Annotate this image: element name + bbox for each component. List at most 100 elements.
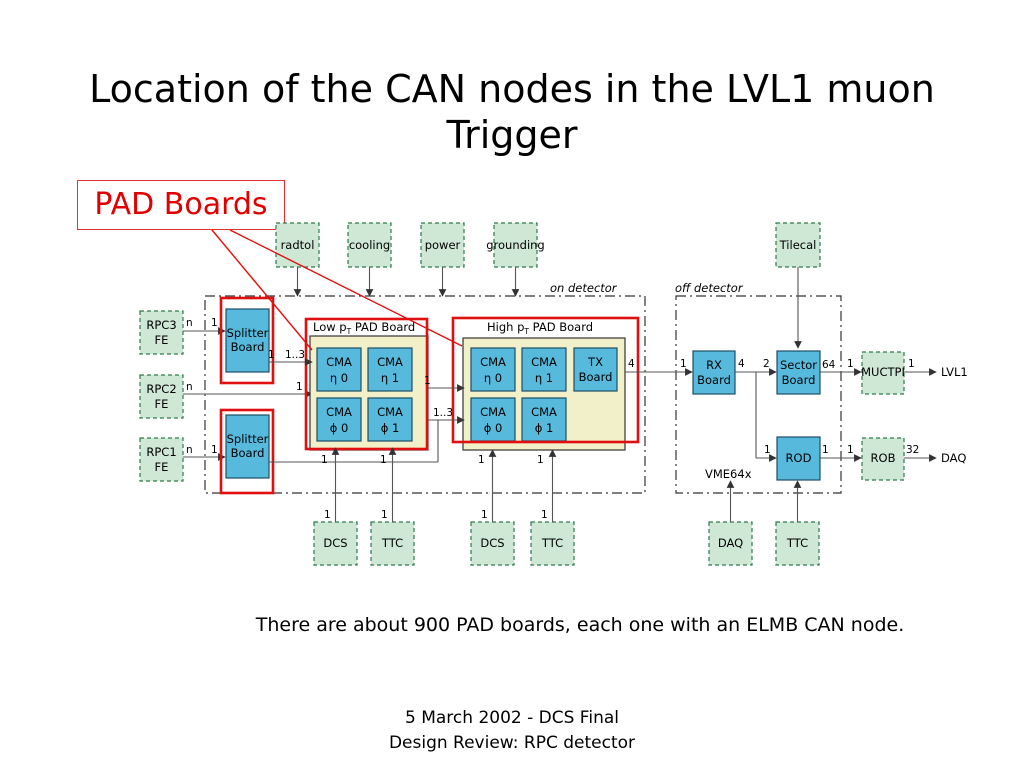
daq-box: DAQ (708, 521, 753, 566)
wire-label-one-f: 1 (822, 444, 829, 456)
svg-text:TTC: TTC (381, 536, 403, 550)
slide-title: Location of the CAN nodes in the LVL1 mu… (89, 67, 935, 157)
svg-text:RPC2: RPC2 (146, 382, 176, 396)
wire-label-range-b: 1..3 (433, 407, 453, 419)
low-cma-phi0: CMA ϕ 0 (316, 397, 362, 442)
svg-text:ϕ 1: ϕ 1 (381, 421, 400, 435)
wire-label-one-i: 1 (321, 454, 328, 466)
wire-label-one-b: 1 (424, 375, 431, 387)
vme64x-label: VME64x (705, 467, 752, 481)
high-cma-phi1: CMA ϕ 1 (521, 397, 567, 442)
power-box: power (420, 222, 465, 268)
wire-label-four-b: 4 (738, 358, 745, 370)
on-detector-label: on detector (550, 281, 618, 295)
grounding-box: grounding (486, 222, 545, 268)
cooling-box: cooling (347, 222, 392, 268)
svg-text:ROB: ROB (871, 451, 896, 465)
svg-text:CMA: CMA (377, 405, 403, 419)
svg-text:ROD: ROD (786, 451, 812, 465)
svg-text:cooling: cooling (349, 238, 390, 252)
pad-boards-callout: PAD Boards (77, 180, 285, 230)
rob-box: ROB (861, 437, 905, 481)
rpc2-fe-box: RPC2 FE (139, 374, 184, 419)
wire-label-one-p: 1 (541, 509, 548, 521)
wire-label-sixtyfour: 64 (822, 359, 836, 371)
sector-board: Sector Board (776, 350, 821, 395)
svg-text:MUCTPI: MUCTPI (861, 365, 905, 379)
svg-text:ϕ 1: ϕ 1 (535, 421, 554, 435)
svg-text:CMA: CMA (326, 355, 352, 369)
wire-label-one-m: 1 (478, 454, 485, 466)
wire-label-range-a: 1..3 (285, 349, 305, 361)
svg-text:TX: TX (587, 355, 603, 369)
footer-line-1: 5 March 2002 - DCS Final (405, 708, 619, 728)
off-detector-label: off detector (675, 281, 744, 295)
muctpi-box: MUCTPI (861, 351, 905, 395)
svg-text:CMA: CMA (531, 355, 557, 369)
high-cma-eta0: CMA η 0 (470, 347, 516, 392)
svg-text:grounding: grounding (486, 238, 544, 252)
low-cma-phi1: CMA ϕ 1 (367, 397, 413, 442)
lvl1-output-label: LVL1 (941, 365, 968, 379)
low-pad-highlight (304, 317, 429, 451)
splitter-highlight-top (219, 296, 275, 385)
splitter-board-top: Splitter Board (225, 308, 270, 373)
wire-label-four-a: 4 (628, 358, 635, 370)
ttc-box-1: TTC (370, 521, 415, 566)
low-cma-eta1: CMA η 1 (367, 347, 413, 392)
svg-text:η 0: η 0 (484, 371, 502, 385)
high-cma-phi0: CMA ϕ 0 (470, 397, 516, 442)
svg-text:DCS: DCS (323, 536, 347, 550)
svg-text:radtol: radtol (281, 238, 315, 252)
svg-text:η 1: η 1 (535, 371, 553, 385)
wire-label-one-n: 1 (481, 509, 488, 521)
svg-text:FE: FE (155, 333, 169, 347)
rpc1-fe-box: RPC1 FE (139, 437, 184, 482)
wire-label-one-o: 1 (537, 454, 544, 466)
svg-text:η 0: η 0 (330, 371, 348, 385)
rx-board: RX Board (692, 350, 736, 395)
rpc3-n-label: n (186, 317, 193, 329)
svg-text:Splitter: Splitter (227, 432, 269, 446)
svg-text:RPC3: RPC3 (146, 318, 176, 332)
dcs-box-1: DCS (313, 521, 358, 566)
wire-label-one-h: 1 (908, 358, 915, 370)
svg-text:FE: FE (155, 397, 169, 411)
footer-line-2: Design Review: RPC detector (388, 733, 636, 753)
high-pad-highlight (451, 316, 640, 444)
svg-text:Board: Board (697, 373, 731, 387)
off-detector-region (675, 295, 842, 494)
svg-text:FE: FE (155, 460, 169, 474)
rpc2-n-label: n (186, 381, 193, 393)
rpc1-one-label: 1 (211, 444, 218, 456)
tx-board: TX Board (573, 347, 618, 392)
radtol-box: radtol (275, 222, 320, 268)
svg-text:Sector: Sector (780, 358, 817, 372)
ttc-box-3: TTC (775, 521, 820, 566)
svg-text:CMA: CMA (480, 405, 506, 419)
ttc-box-2: TTC (530, 521, 575, 566)
svg-text:Splitter: Splitter (227, 326, 269, 340)
svg-text:CMA: CMA (326, 405, 352, 419)
svg-text:RPC1: RPC1 (146, 445, 176, 459)
splitter-highlight-bottom (219, 408, 275, 495)
rpc3-one-label: 1 (211, 317, 218, 329)
svg-text:Board: Board (231, 446, 265, 460)
wire-label-one-l: 1 (381, 509, 388, 521)
rpc1-n-label: n (186, 444, 193, 456)
splitter-board-bottom: Splitter Board (225, 414, 270, 479)
svg-text:CMA: CMA (377, 355, 403, 369)
wire-label-two: 2 (763, 358, 770, 370)
wire-label-one-a: 1 (268, 349, 275, 361)
svg-text:power: power (425, 238, 461, 252)
svg-text:TTC: TTC (786, 536, 808, 550)
low-cma-eta0: CMA η 0 (316, 347, 362, 392)
tilecal-box: Tilecal (775, 222, 821, 268)
wire-label-one-g: 1 (847, 444, 854, 456)
svg-text:Board: Board (782, 373, 816, 387)
svg-text:CMA: CMA (480, 355, 506, 369)
high-cma-eta1: CMA η 1 (521, 347, 567, 392)
svg-text:DAQ: DAQ (718, 536, 743, 550)
svg-text:TTC: TTC (541, 536, 563, 550)
